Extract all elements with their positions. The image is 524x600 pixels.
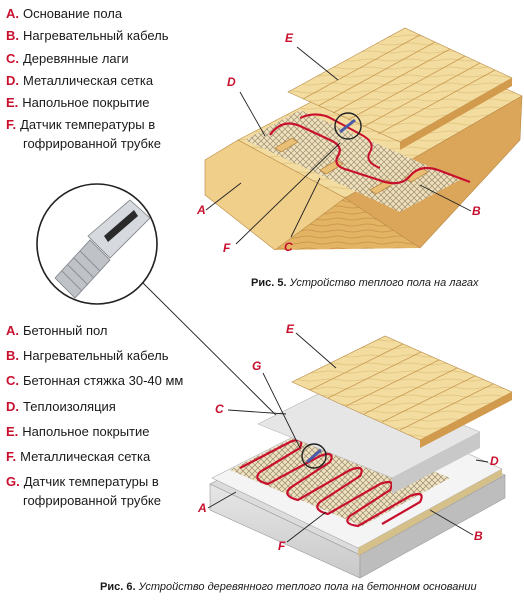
legend-item-f: F.Металлическая сетка [6, 447, 211, 466]
fig5-sensor-marker [334, 112, 362, 140]
legend-key: B. [6, 348, 19, 364]
fig5-label-a: A [196, 203, 206, 217]
fig6-leader-lines [207, 332, 489, 543]
fig6-metal-mesh [230, 424, 450, 526]
caption-text: Устройство деревянного теплого пола на б… [138, 581, 420, 593]
fig5-base-right [344, 95, 523, 249]
legend-key: C. [6, 50, 19, 66]
fig6-illustration: E G C D A F B [197, 322, 513, 579]
legend-fig6: A. Бетонный пол B.Нагревательный кабель C… [6, 321, 211, 516]
caption-suffix: основании [422, 581, 477, 593]
fig5-label-b: B [472, 204, 481, 218]
fig6-label-g: G [252, 359, 261, 373]
legend-key: D. [6, 398, 19, 414]
legend-item-c: C.Деревянные лаги [6, 49, 211, 68]
legend-fig5: A. Основание пола B.Нагревательный кабель… [6, 4, 211, 157]
caption-prefix: Рис. 5. [251, 277, 287, 289]
legend-key: E. [6, 423, 19, 439]
fig6-screed [257, 377, 481, 479]
legend-item-d: D.Теплоизоляция [6, 397, 211, 416]
legend-item-a: A. Бетонный пол [6, 321, 211, 340]
fig6-label-c: C [215, 402, 224, 416]
fig6-heating-cable [239, 438, 423, 528]
fig5-heating-cable-loop [299, 113, 381, 169]
legend-key: A. [6, 6, 19, 21]
fig6-sensor-icon [306, 448, 322, 464]
legend-item-b: B.Нагревательный кабель [6, 346, 211, 365]
legend-item-b: B.Нагревательный кабель [6, 26, 211, 45]
legend-item-c: C.Бетонная стяжка 30-40 мм [6, 371, 211, 390]
legend-text: Основание пола [23, 6, 123, 21]
caption-prefix: Рис. 6. [100, 581, 136, 593]
fig5-plank-seams [302, 34, 496, 135]
fig6-floor-covering [291, 335, 513, 441]
legend-item-d: D.Металлическая сетка [6, 71, 211, 90]
legend-key: F. [6, 117, 17, 133]
legend-text: Теплоизоляция [23, 398, 116, 414]
legend-text: Нагревательный кабель [23, 348, 169, 364]
fig6-label-f: F [278, 539, 286, 553]
caption-text: Устройство теплого пола [289, 277, 431, 289]
sensor-corrugated-tube [54, 199, 151, 299]
fig5-base-front [205, 195, 420, 250]
fig5-label-f: F [223, 241, 231, 255]
fig5-floor-covering [287, 27, 513, 143]
fig5-illustration: E D A F C B [196, 27, 523, 255]
fig6-concrete-base-right [359, 474, 506, 579]
fig6-plank-seams [309, 343, 494, 431]
figure-5-caption: Рис. 5. Устройство теплого пола на лагах [251, 277, 479, 289]
fig5-sensor-icon [339, 118, 356, 134]
fig5-base-left [204, 139, 346, 251]
fig5-floor-edge [400, 78, 512, 150]
legend-key: F. [6, 448, 17, 464]
legend-key: G. [6, 474, 20, 490]
legend-text-line2: гофрированной трубке [23, 136, 161, 152]
fig5-metal-mesh [245, 110, 460, 212]
fig6-floor-edge [420, 392, 512, 448]
legend-text: Напольное покрытие [22, 423, 150, 439]
fig5-leader-lines [205, 46, 472, 245]
fig6-label-d: D [490, 454, 499, 468]
fig5-label-e: E [285, 31, 294, 45]
legend-text: Напольное покрытие [22, 95, 150, 111]
figure-6-caption: Рис. 6. Устройство деревянного теплого п… [100, 581, 477, 593]
fig6-label-e: E [286, 322, 295, 336]
caption-suffix: на лагах [434, 277, 479, 289]
fig6-concrete-base-top [209, 409, 506, 556]
magnifier-circle [36, 183, 158, 305]
legend-text: Датчик температуры в [20, 117, 156, 133]
fig6-insulation-edge [358, 469, 502, 556]
legend-key: D. [6, 72, 19, 88]
legend-text: Деревянные лаги [23, 50, 129, 66]
legend-key: E. [6, 95, 19, 111]
fig5-heating-cable [269, 122, 471, 185]
legend-item-a: A. Основание пола [6, 4, 211, 23]
legend-text: Бетонная стяжка 30-40 мм [23, 373, 184, 389]
legend-text-line2: гофрированной трубке [23, 493, 161, 509]
fig5-joists [274, 137, 429, 195]
legend-item-e: E.Напольное покрытие [6, 422, 211, 441]
legend-key: B. [6, 28, 19, 44]
legend-text: Металлическая сетка [20, 448, 151, 464]
legend-key: A. [6, 323, 19, 338]
legend-text: Датчик температуры в [23, 474, 159, 490]
fig5-label-c: C [284, 240, 293, 254]
legend-text: Металлическая сетка [23, 72, 154, 88]
legend-item-e: E.Напольное покрытие [6, 93, 211, 112]
legend-key: C. [6, 373, 19, 389]
fig6-concrete-base-front [209, 483, 361, 579]
fig6-screed-edge [392, 432, 480, 494]
fig5-base-top [237, 47, 523, 199]
fig6-insulation [211, 403, 503, 549]
legend-item-g: G.Датчик температуры в гофрированной труб… [6, 472, 211, 510]
fig5-label-d: D [227, 75, 236, 89]
fig6-label-b: B [474, 529, 483, 543]
fig6-sensor-marker [301, 443, 327, 469]
legend-text: Бетонный пол [23, 323, 108, 338]
legend-item-f: F.Датчик температуры в гофрированной труб… [6, 115, 211, 153]
legend-text: Нагревательный кабель [23, 28, 169, 44]
